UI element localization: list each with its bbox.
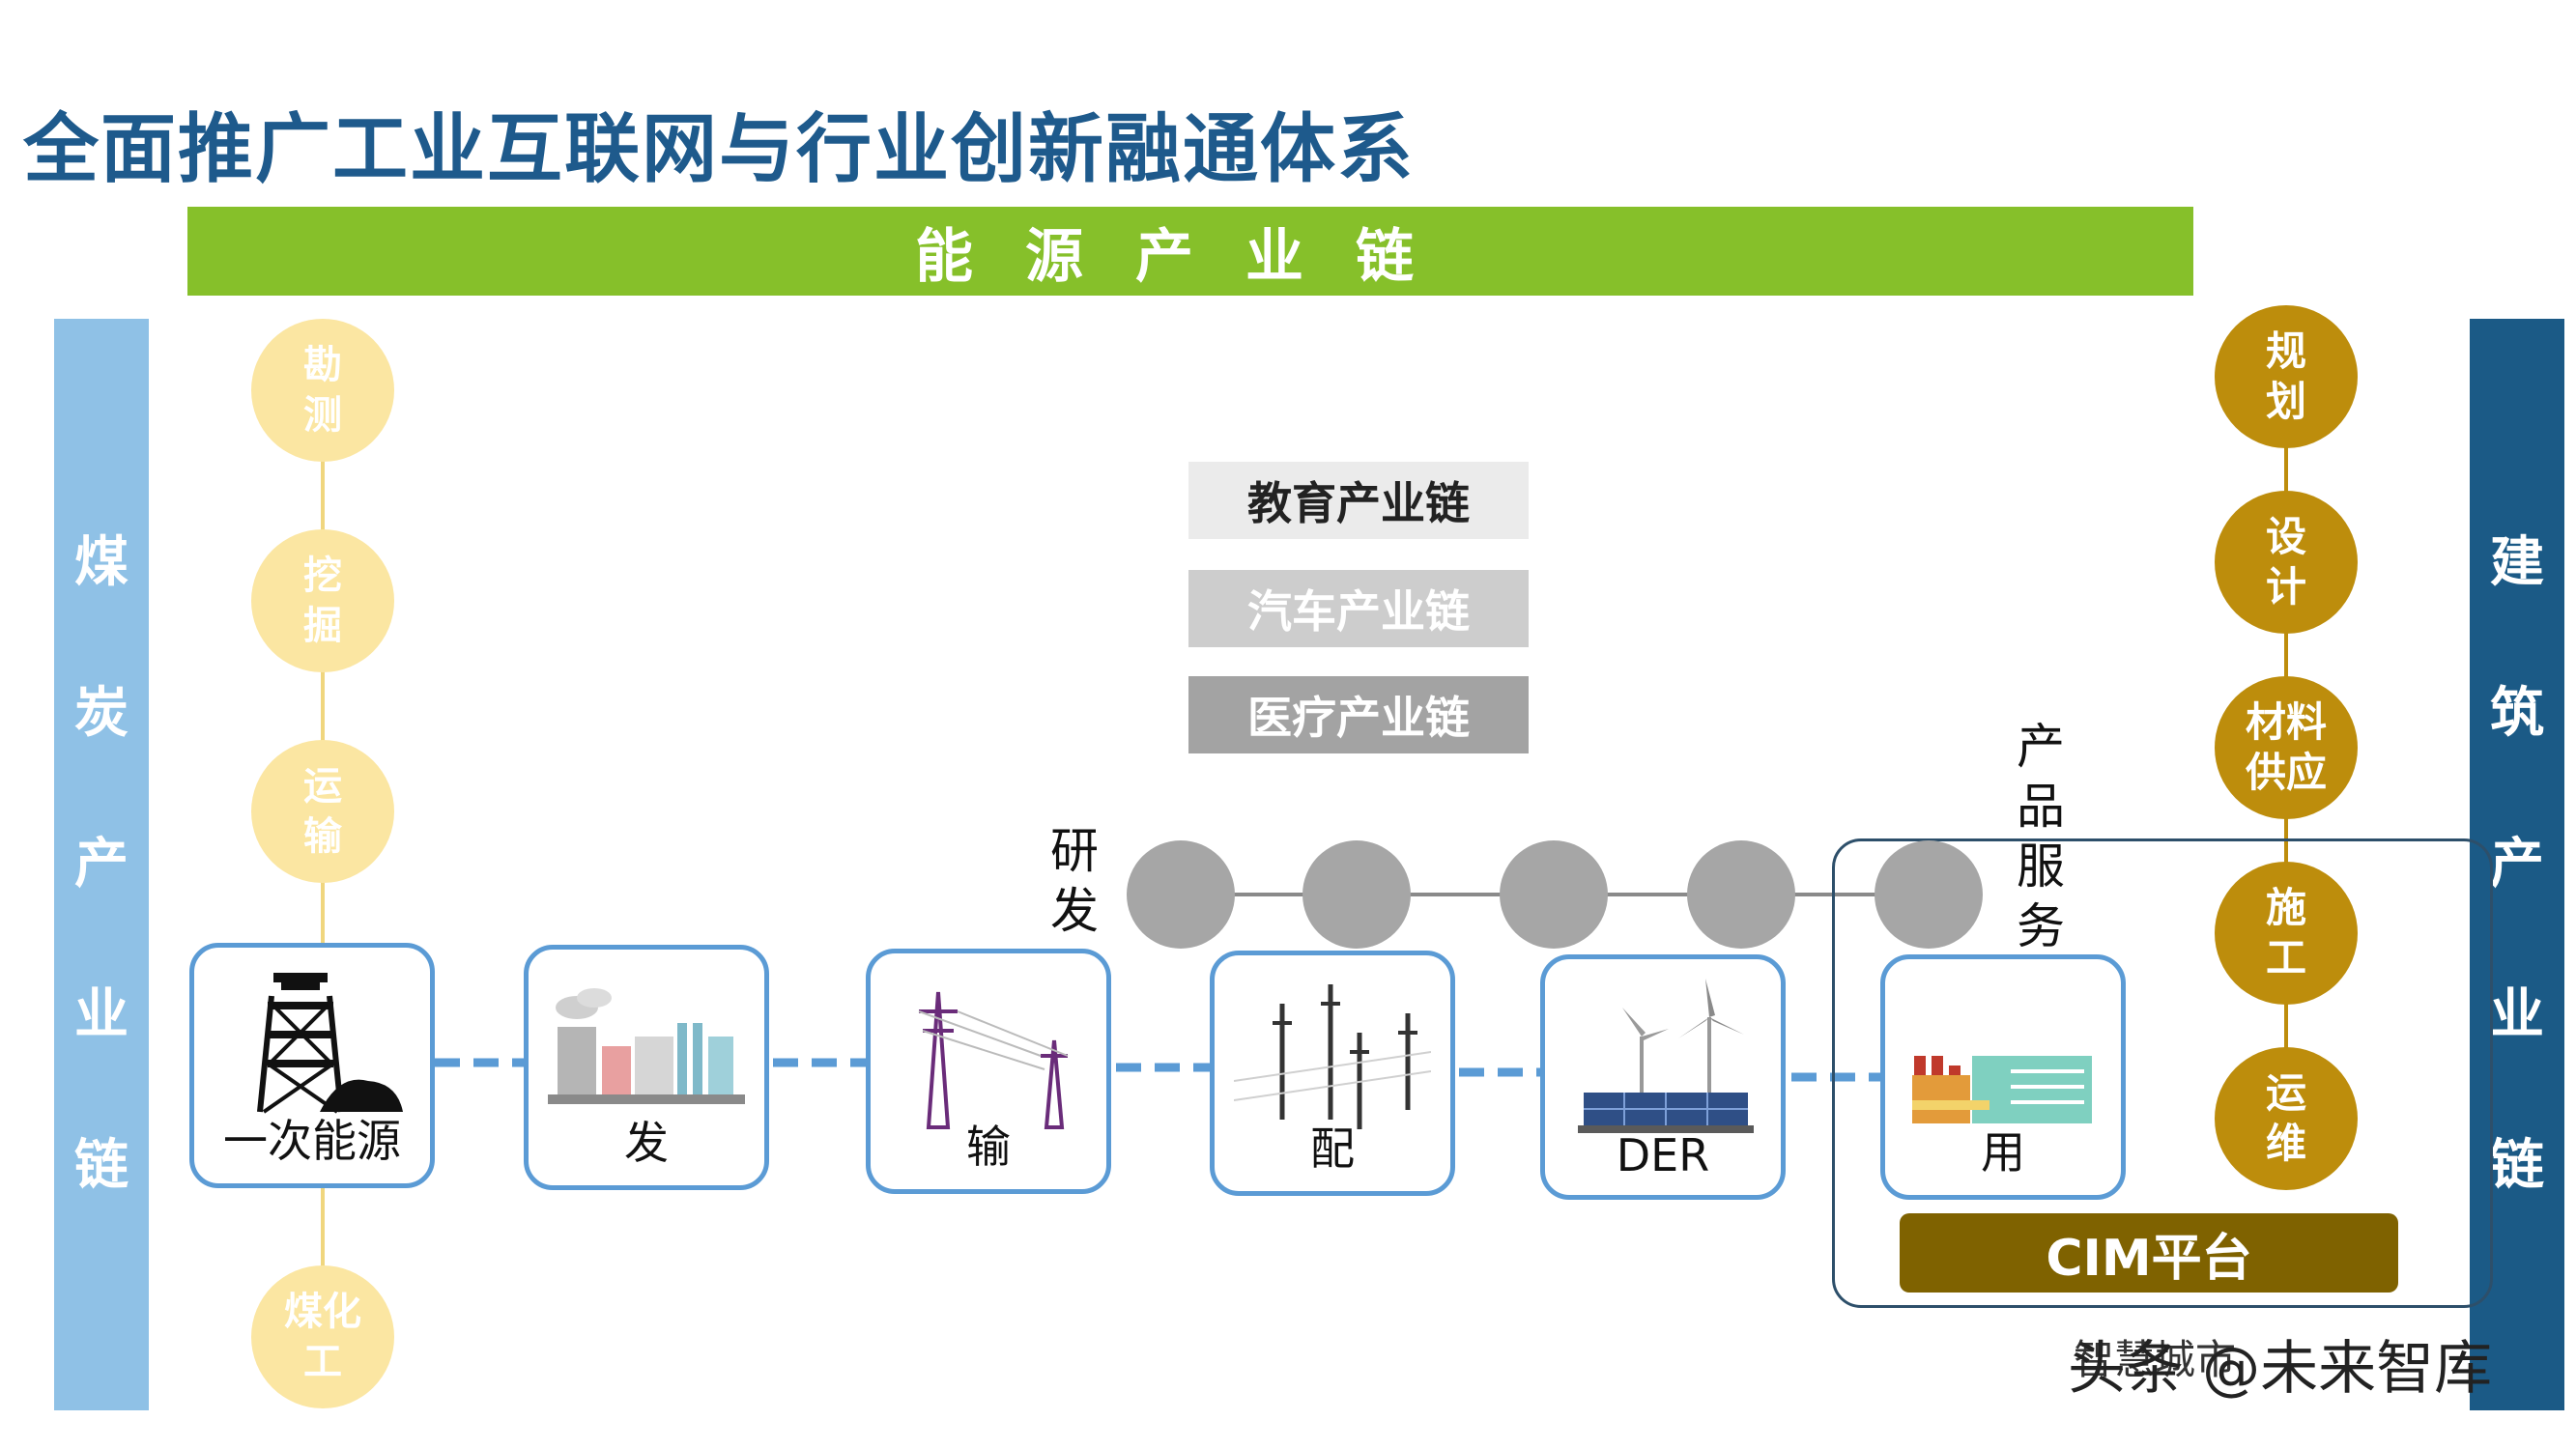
watermark: 头条 @未来智库 [2068,1335,2493,1403]
medical-chain: 医疗产业链 [1188,676,1529,753]
coal-step-transport: 运输 [251,740,394,883]
gray-dot [1302,840,1411,949]
education-chain: 教育产业链 [1188,462,1529,539]
page-title: 全面推广工业互联网与行业创新融通体系 [23,106,1416,193]
building-step-materials: 材料供应 [2215,676,2358,819]
node-distribution: 配 [1210,951,1455,1196]
node-consumption: 用 [1880,954,2126,1200]
node-label: 发 [624,1117,669,1169]
building-chain-char: 筑 [2490,682,2544,745]
rd-label: 研发 [1050,823,1099,939]
building-step-planning: 规划 [2215,305,2358,448]
coal-mine-icon [257,973,403,1114]
cim-platform: CIM平台 [1900,1213,2398,1293]
coal-chain-char: 业 [74,983,129,1046]
building-chain-char: 业 [2490,983,2544,1046]
smart-city-frame [1832,838,2493,1308]
building-chain-char: 建 [2490,531,2544,594]
coal-chain-char: 链 [74,1134,129,1197]
power-plant-icon [548,988,745,1104]
node-primary-energy: 一次能源 [189,943,435,1188]
building-step-design: 设计 [2215,491,2358,634]
gray-dot [1127,840,1235,949]
node-label: 用 [1981,1126,2025,1179]
node-label: 一次能源 [223,1115,401,1167]
coal-chain-char: 煤 [74,531,129,594]
coal-step-chemical: 煤化工 [251,1265,394,1408]
node-label: 输 [966,1121,1011,1173]
gray-dot [1500,840,1608,949]
transmission-tower-icon [918,991,1069,1129]
energy-chain-bar: 能源产业链 [187,207,2193,296]
node-label: DER [1616,1129,1710,1181]
coal-step-survey: 勘测 [251,319,394,462]
smart-city-label: 智慧城市 [2074,1336,2237,1383]
solar-wind-icon [1578,979,1754,1133]
gray-dot [1875,840,1983,949]
node-connectors [435,1058,1892,1082]
coal-step-mining: 挖掘 [251,529,394,672]
product-service-label: 产品服务 [2017,719,2065,954]
auto-chain: 汽车产业链 [1188,570,1529,647]
gray-dot [1687,840,1795,949]
coal-chain-char: 炭 [74,682,129,745]
node-der: DER [1540,954,1786,1200]
building-chain-char: 链 [2490,1134,2544,1197]
coal-chain-bar: 煤 炭 产 业 链 [54,319,149,1410]
coal-chain-char: 产 [74,833,129,895]
node-label: 配 [1310,1122,1355,1175]
factory-icon [1912,1056,2092,1123]
building-step-construction: 施工 [2215,862,2358,1005]
building-step-operations: 运维 [2215,1047,2358,1190]
distribution-poles-icon [1234,984,1431,1129]
node-transmission: 输 [866,949,1111,1194]
building-chain-char: 产 [2490,833,2544,895]
node-generation: 发 [524,945,769,1190]
